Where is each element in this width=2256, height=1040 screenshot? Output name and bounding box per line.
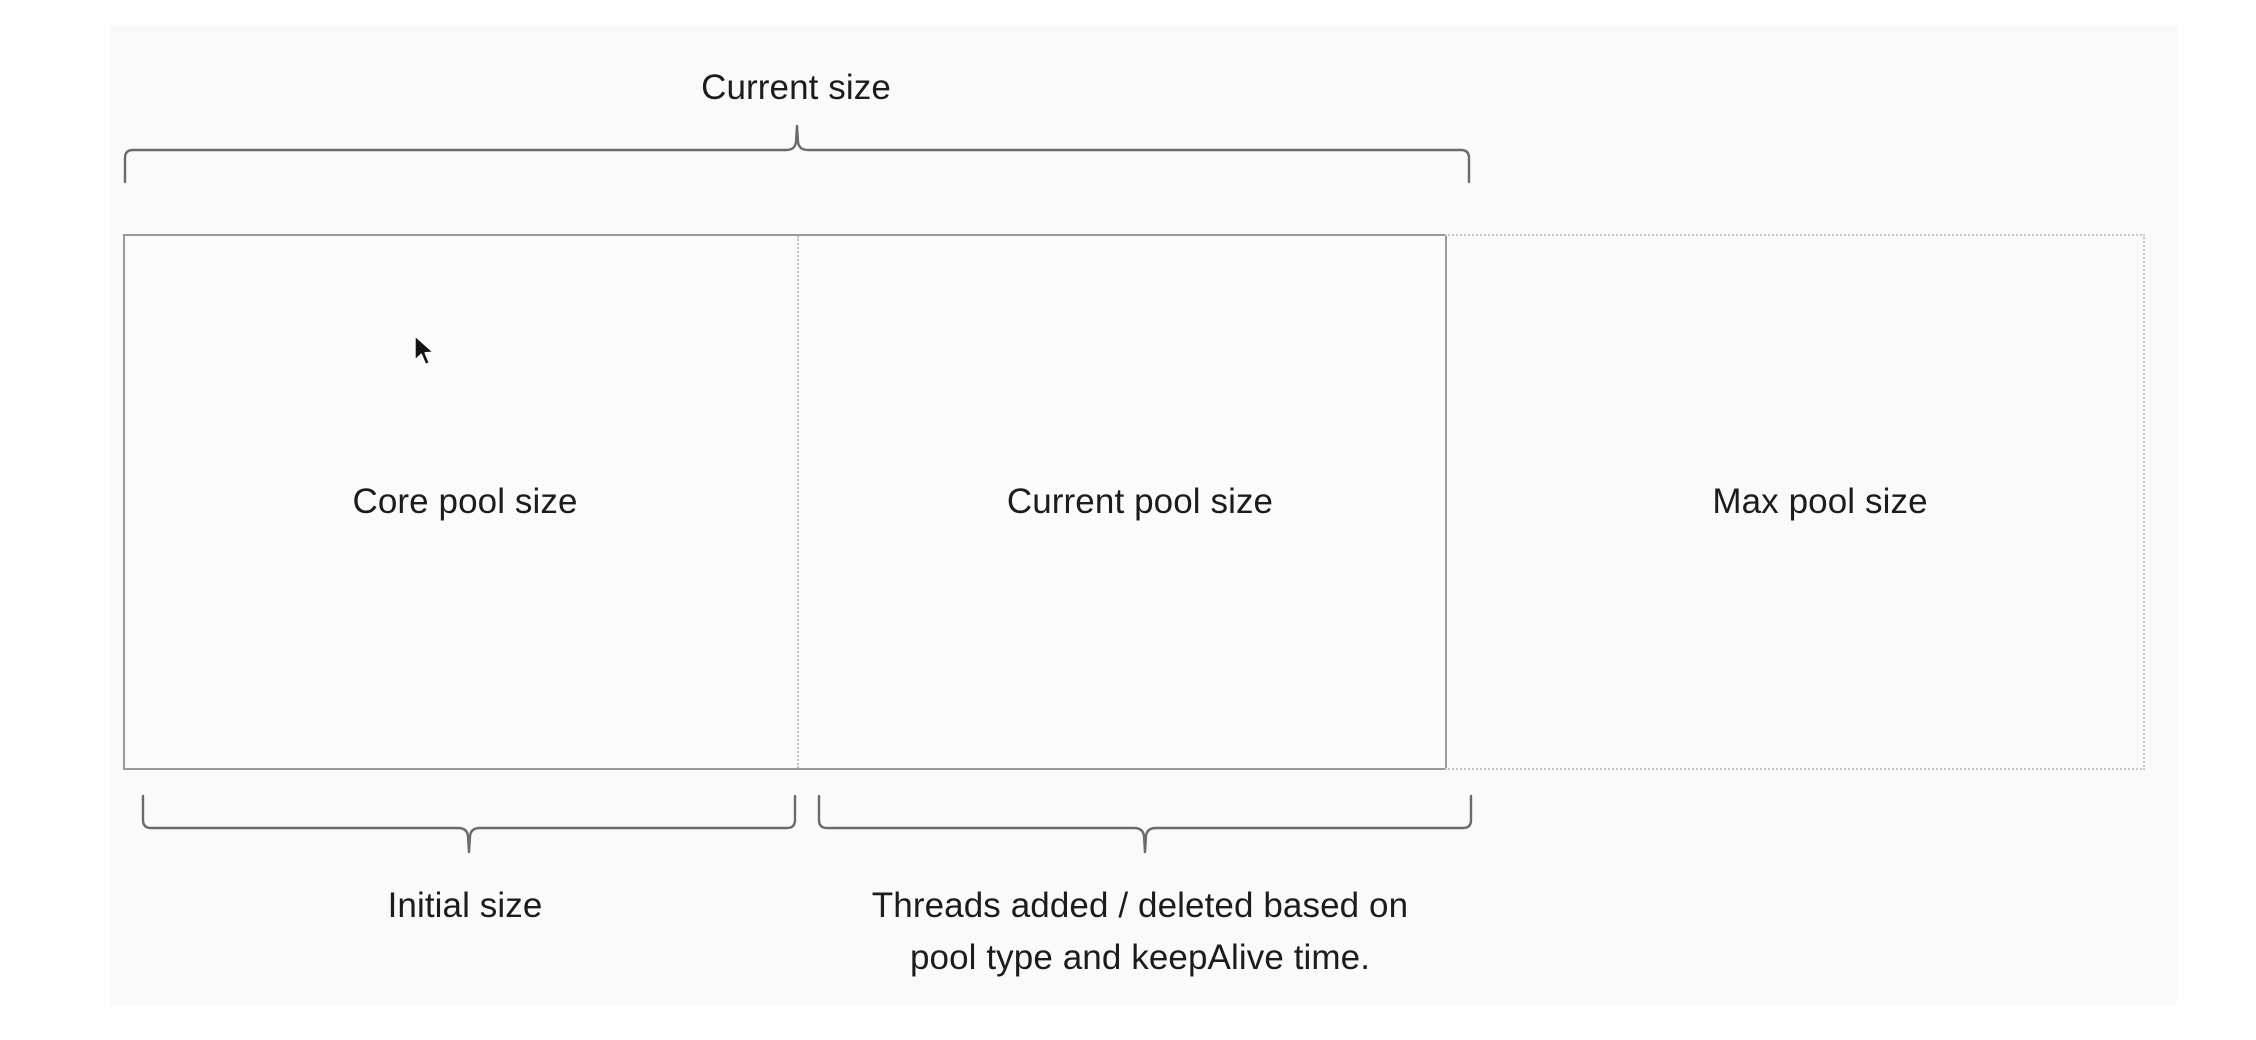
pool-box-dotted-max [1445, 234, 2145, 770]
box-label-max-pool-size: Max pool size [1712, 482, 1928, 521]
divider-core-current [797, 236, 799, 768]
bottom-label-threads-note-line2: pool type and keepAlive time. [909, 938, 1371, 977]
bottom-label-threads-note: Threads added / deleted based on pool ty… [790, 880, 1490, 984]
box-label-core-pool-size: Core pool size [352, 482, 578, 521]
bottom-label-threads-note-line1: Threads added / deleted based on [871, 886, 1409, 925]
top-brace-label-current-size: Current size [701, 68, 891, 107]
bottom-label-initial-size: Initial size [387, 886, 543, 925]
top-brace [118, 124, 1478, 184]
box-label-current-pool-size: Current pool size [1006, 482, 1274, 521]
top-brace-shape [123, 124, 1471, 184]
bottom-right-brace-shape [817, 794, 1473, 854]
bottom-right-brace [812, 792, 1480, 856]
bottom-left-brace-shape [141, 794, 797, 854]
bottom-left-brace [136, 792, 804, 856]
pool-box-solid-core-and-current [123, 234, 1447, 770]
